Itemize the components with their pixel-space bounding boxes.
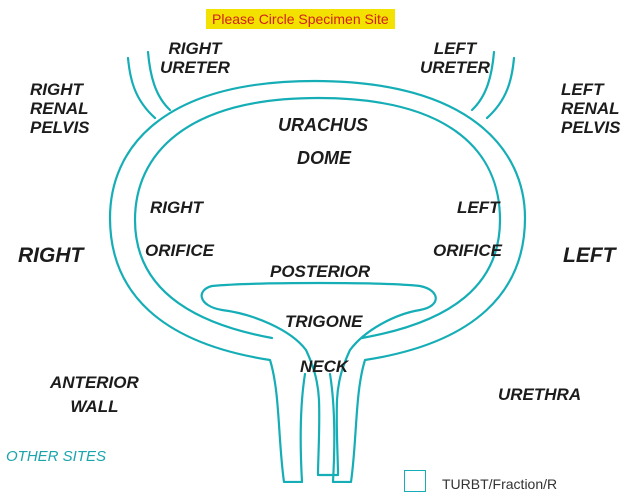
urachus-label[interactable]: URACHUS: [278, 116, 368, 134]
other-site-option-label: TURBT/Fraction/R: [442, 476, 557, 492]
left-side-label: LEFT: [563, 245, 616, 266]
other-site-checkbox[interactable]: [404, 470, 426, 492]
left-ureter-label[interactable]: LEFT URETER: [420, 40, 490, 76]
dome-label[interactable]: DOME: [297, 149, 351, 167]
right-orifice-label-top[interactable]: RIGHT: [150, 199, 203, 216]
anterior-wall-label[interactable]: ANTERIOR WALL: [50, 374, 139, 415]
other-sites-heading: OTHER SITES: [6, 448, 106, 465]
posterior-label[interactable]: POSTERIOR: [270, 263, 370, 280]
bladder-outer-wall: [110, 81, 315, 482]
right-orifice-label-bottom[interactable]: ORIFICE: [145, 242, 214, 259]
right-ureter-label[interactable]: RIGHT URETER: [160, 40, 230, 76]
urethra-label[interactable]: URETHRA: [498, 386, 581, 403]
left-orifice-label-top[interactable]: LEFT: [457, 199, 500, 216]
right-renal-pelvis-label[interactable]: RIGHT RENAL PELVIS: [30, 81, 90, 136]
neck-label[interactable]: NECK: [300, 358, 348, 375]
left-renal-pelvis-label[interactable]: LEFT RENAL PELVIS: [561, 81, 621, 136]
bladder-outer-wall-right: [315, 81, 525, 482]
right-side-label: RIGHT: [18, 245, 83, 266]
left-orifice-label-bottom[interactable]: ORIFICE: [433, 242, 502, 259]
trigone-label[interactable]: TRIGONE: [285, 313, 362, 330]
